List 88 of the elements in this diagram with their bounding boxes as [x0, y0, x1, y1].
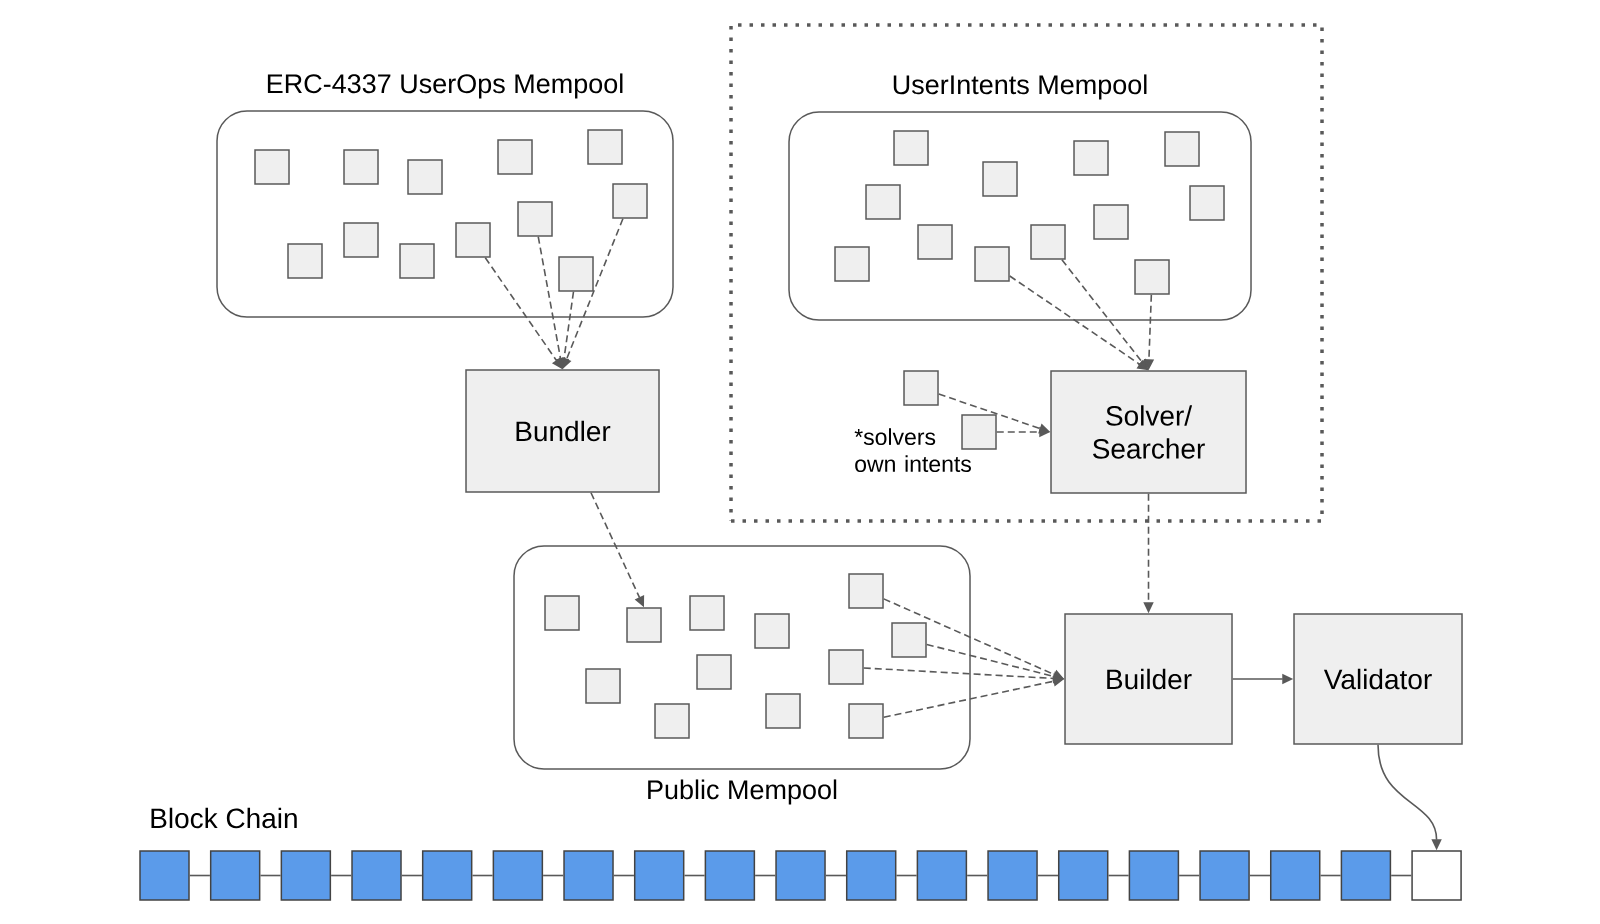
connector-line	[895, 874, 918, 877]
chain-block	[916, 850, 968, 901]
process-box: Validator	[1293, 613, 1463, 745]
small-square	[1164, 131, 1200, 167]
small-square	[689, 595, 725, 631]
small-square	[399, 243, 435, 279]
small-square	[1189, 185, 1225, 221]
small-square	[407, 159, 443, 195]
connector-line	[542, 874, 565, 877]
small-square	[612, 183, 648, 219]
node-label: Public Mempool	[648, 779, 837, 805]
connector-line	[1037, 874, 1059, 877]
process-box: Builder	[1064, 613, 1233, 745]
mempool-box: UserIntents Mempool	[788, 74, 1252, 321]
node-label: UserIntents Mempool	[893, 74, 1147, 100]
node-label: ERC-4337 UserOps Mempool	[267, 73, 623, 99]
connector-line	[188, 874, 211, 877]
small-square	[893, 130, 929, 166]
small-square	[696, 654, 732, 690]
small-square	[343, 149, 379, 185]
chain-block	[1199, 850, 1250, 901]
chain-block	[1128, 850, 1180, 901]
small-square	[544, 595, 580, 631]
small-square	[765, 693, 801, 729]
process-box: Solver/ Searcher	[1050, 370, 1247, 494]
small-square	[497, 139, 533, 175]
chain-block	[1340, 850, 1392, 901]
small-square	[585, 668, 621, 704]
small-square	[254, 149, 290, 185]
small-square	[455, 222, 491, 258]
chain-title: Block Chain	[151, 807, 297, 829]
small-square	[961, 414, 997, 450]
small-square	[982, 161, 1018, 197]
small-square	[558, 256, 594, 292]
connector-line	[1390, 874, 1413, 877]
small-square	[1134, 259, 1170, 295]
connector-line	[825, 874, 847, 877]
chain-block	[1058, 850, 1109, 901]
small-square	[891, 622, 927, 658]
small-square	[903, 370, 939, 406]
small-square	[626, 607, 662, 643]
small-square	[834, 246, 870, 282]
dotted-frame	[729, 23, 1324, 523]
small-square	[287, 243, 323, 279]
process-box: Bundler	[465, 369, 660, 493]
small-square	[517, 201, 553, 237]
chain-block	[704, 850, 756, 901]
chain-block	[563, 850, 614, 901]
small-square	[754, 613, 790, 649]
chain-block	[1270, 850, 1321, 901]
small-square	[865, 184, 901, 220]
chain-block	[421, 850, 473, 901]
small-square	[343, 222, 379, 258]
small-square	[1093, 204, 1129, 240]
connector-line	[613, 874, 635, 877]
chain-block	[987, 850, 1038, 901]
small-square	[587, 129, 623, 165]
connector-line	[1319, 874, 1342, 877]
small-square	[654, 703, 690, 739]
mempool-box: Public Mempool	[513, 545, 971, 805]
connector-line	[259, 874, 282, 877]
chain-block	[845, 850, 897, 901]
small-square	[974, 246, 1010, 282]
connector-line	[471, 874, 494, 877]
connector-line	[400, 874, 423, 877]
small-square	[848, 703, 884, 739]
small-square	[1073, 140, 1109, 176]
chain-block	[492, 850, 544, 901]
chain-block	[139, 850, 190, 901]
small-square	[848, 573, 884, 609]
chain-block	[1411, 850, 1462, 901]
small-square	[1030, 224, 1066, 260]
connector-line	[1178, 874, 1201, 877]
chain-block	[280, 850, 332, 901]
connector-line	[966, 874, 989, 877]
chain-block	[351, 850, 402, 901]
connector-line	[1249, 874, 1271, 877]
chain-block	[633, 850, 685, 901]
small-square	[828, 649, 864, 685]
connector-line	[330, 874, 353, 877]
note-text: *solvers own intents	[854, 428, 971, 473]
small-square	[917, 224, 953, 260]
mempool-box: ERC-4337 UserOps Mempool	[216, 73, 674, 318]
connector-line	[683, 874, 706, 877]
connector-line	[754, 874, 777, 877]
chain-block	[209, 850, 261, 901]
connector-line	[1107, 874, 1130, 877]
chain-block	[775, 850, 826, 901]
